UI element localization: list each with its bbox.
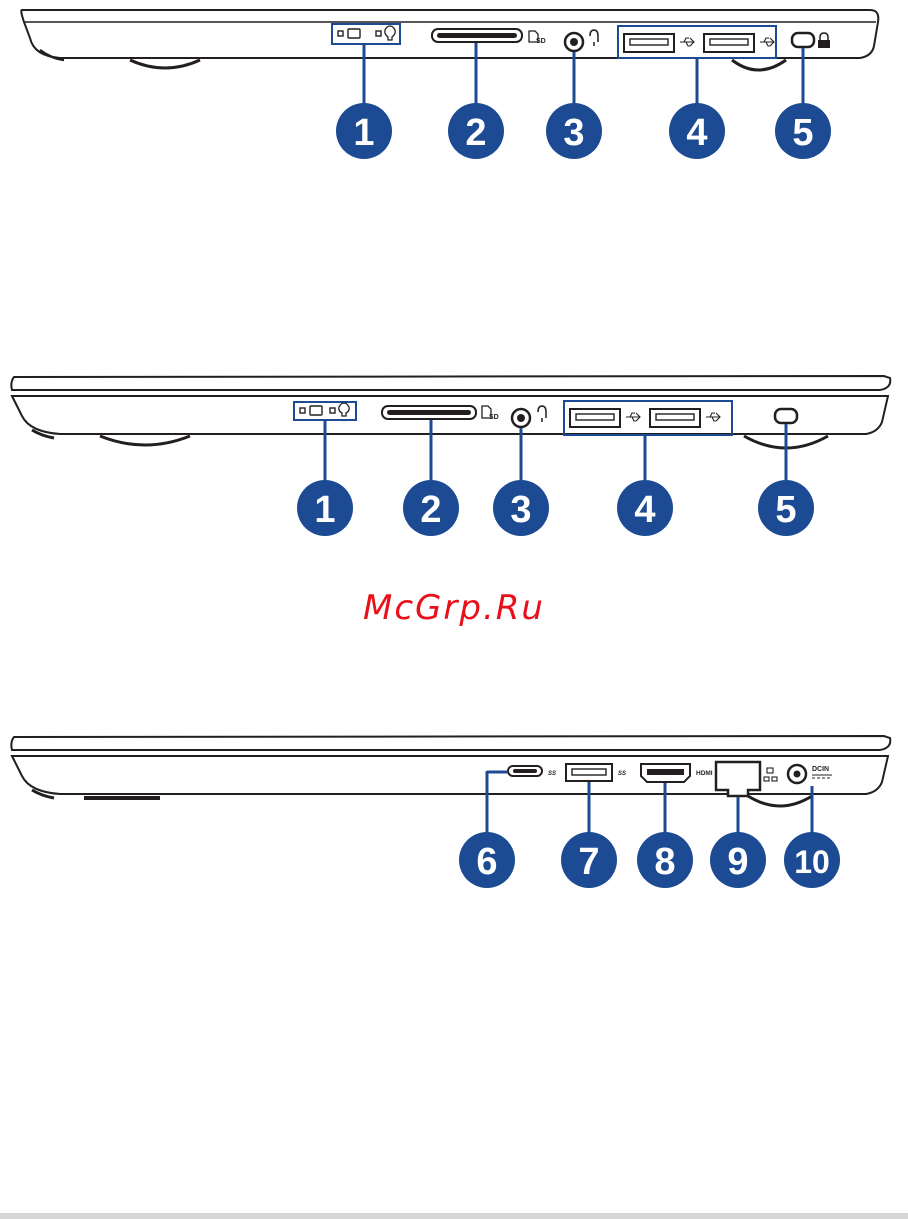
hdmi-port-opening	[647, 769, 684, 775]
callout-number-9: 9	[727, 841, 748, 883]
usb-port-a-1	[570, 409, 620, 427]
sd-card-slot-opening	[387, 410, 471, 415]
dc-in-jack-pin	[794, 771, 801, 778]
security-lock-slot	[775, 409, 797, 423]
laptop-side-view-1-drawing: SD 1 2 3 4 5	[0, 0, 908, 200]
callout-number-5: 5	[792, 112, 813, 154]
callout-number-7: 7	[578, 841, 599, 883]
ss-label-1: SS	[548, 771, 556, 777]
sd-card-slot-opening	[437, 33, 517, 38]
watermark-text: McGrp.Ru	[0, 588, 908, 628]
laptop-side-view-2: SD 1 2 3 4 5	[0, 360, 908, 560]
callout-number-8: 8	[654, 841, 675, 883]
callout-number-1: 1	[353, 112, 374, 154]
dcin-label: DCIN	[812, 766, 829, 773]
audio-jack-hole	[517, 414, 525, 422]
hdmi-label: HDMI	[696, 770, 713, 777]
callout-number-3: 3	[510, 489, 531, 531]
security-lock-slot	[792, 33, 814, 47]
lid-outline	[11, 736, 890, 750]
laptop-side-view-2-drawing: SD 1 2 3 4 5	[0, 360, 908, 560]
usb-c-port-opening	[513, 769, 537, 773]
lock-icon-body	[818, 40, 830, 48]
usb-port-a-2	[650, 409, 700, 427]
foot-right	[732, 60, 786, 70]
audio-jack-hole	[570, 38, 578, 46]
callout-number-4: 4	[634, 489, 655, 531]
foot-left	[130, 60, 200, 68]
usb-port-a-2	[704, 34, 754, 52]
callout-number-10: 10	[794, 844, 830, 880]
usb-3-port	[566, 764, 612, 781]
foot-left	[100, 436, 190, 445]
callout-number-3: 3	[563, 112, 584, 154]
laptop-side-view-3-drawing: SS SS HDMI DCIN 6 7 8 9 10	[0, 720, 908, 900]
lan-port	[716, 762, 760, 796]
laptop-side-view-1: SD 1 2 3 4 5	[0, 0, 908, 200]
callout-number-4: 4	[686, 112, 707, 154]
callout-number-6: 6	[476, 841, 497, 883]
laptop-side-view-3: SS SS HDMI DCIN 6 7 8 9 10	[0, 720, 908, 900]
callout-number-2: 2	[420, 489, 441, 531]
ss-label-2: SS	[618, 771, 626, 777]
page-bottom-bar	[0, 1213, 908, 1219]
sd-label: SD	[536, 38, 546, 45]
lid-outline	[11, 376, 890, 390]
callout-number-1: 1	[314, 489, 335, 531]
callout-number-5: 5	[775, 489, 796, 531]
callout-number-2: 2	[465, 112, 486, 154]
usb-port-a-1	[624, 34, 674, 52]
foot-right	[748, 796, 812, 806]
sd-label: SD	[489, 414, 499, 421]
